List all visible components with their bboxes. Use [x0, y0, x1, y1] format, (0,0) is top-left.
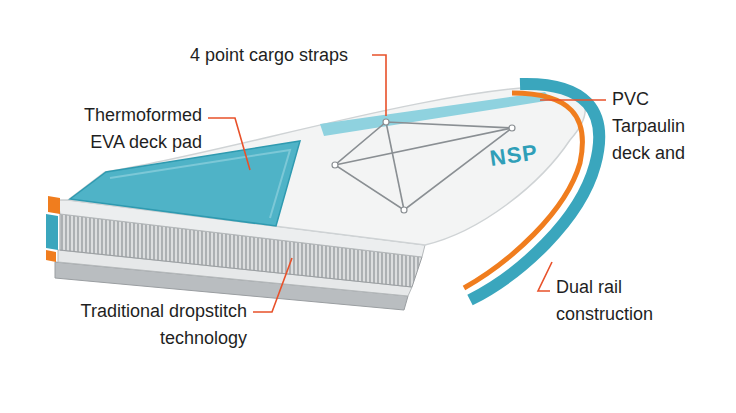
leader-line: [208, 118, 250, 170]
inner-rail: [464, 93, 582, 288]
deck-pad-groove: [110, 150, 290, 218]
orange-layer: [48, 196, 60, 214]
part-label: PVC Tarpaulin deck and: [612, 86, 702, 167]
leader-lines: [208, 55, 606, 312]
leader-line: [538, 262, 552, 291]
brand-logo: NSP: [488, 139, 539, 171]
leader-line: [540, 99, 606, 101]
leader-line: [253, 258, 292, 312]
part-label: Dual rail construction: [556, 274, 676, 328]
deck-stripe: [320, 92, 552, 136]
part-label: 4 point cargo straps: [190, 42, 348, 69]
cargo-straps: [335, 122, 512, 210]
deck-pad: [70, 141, 300, 226]
part-label: Thermoformed EVA deck pad: [62, 102, 202, 156]
strap-anchors: [332, 119, 515, 213]
leader-line: [372, 55, 386, 116]
teal-layer: [46, 214, 58, 250]
part-label: Traditional dropstitch technology: [17, 298, 247, 352]
orange-layer: [46, 250, 56, 262]
outer-rail: [470, 84, 599, 300]
